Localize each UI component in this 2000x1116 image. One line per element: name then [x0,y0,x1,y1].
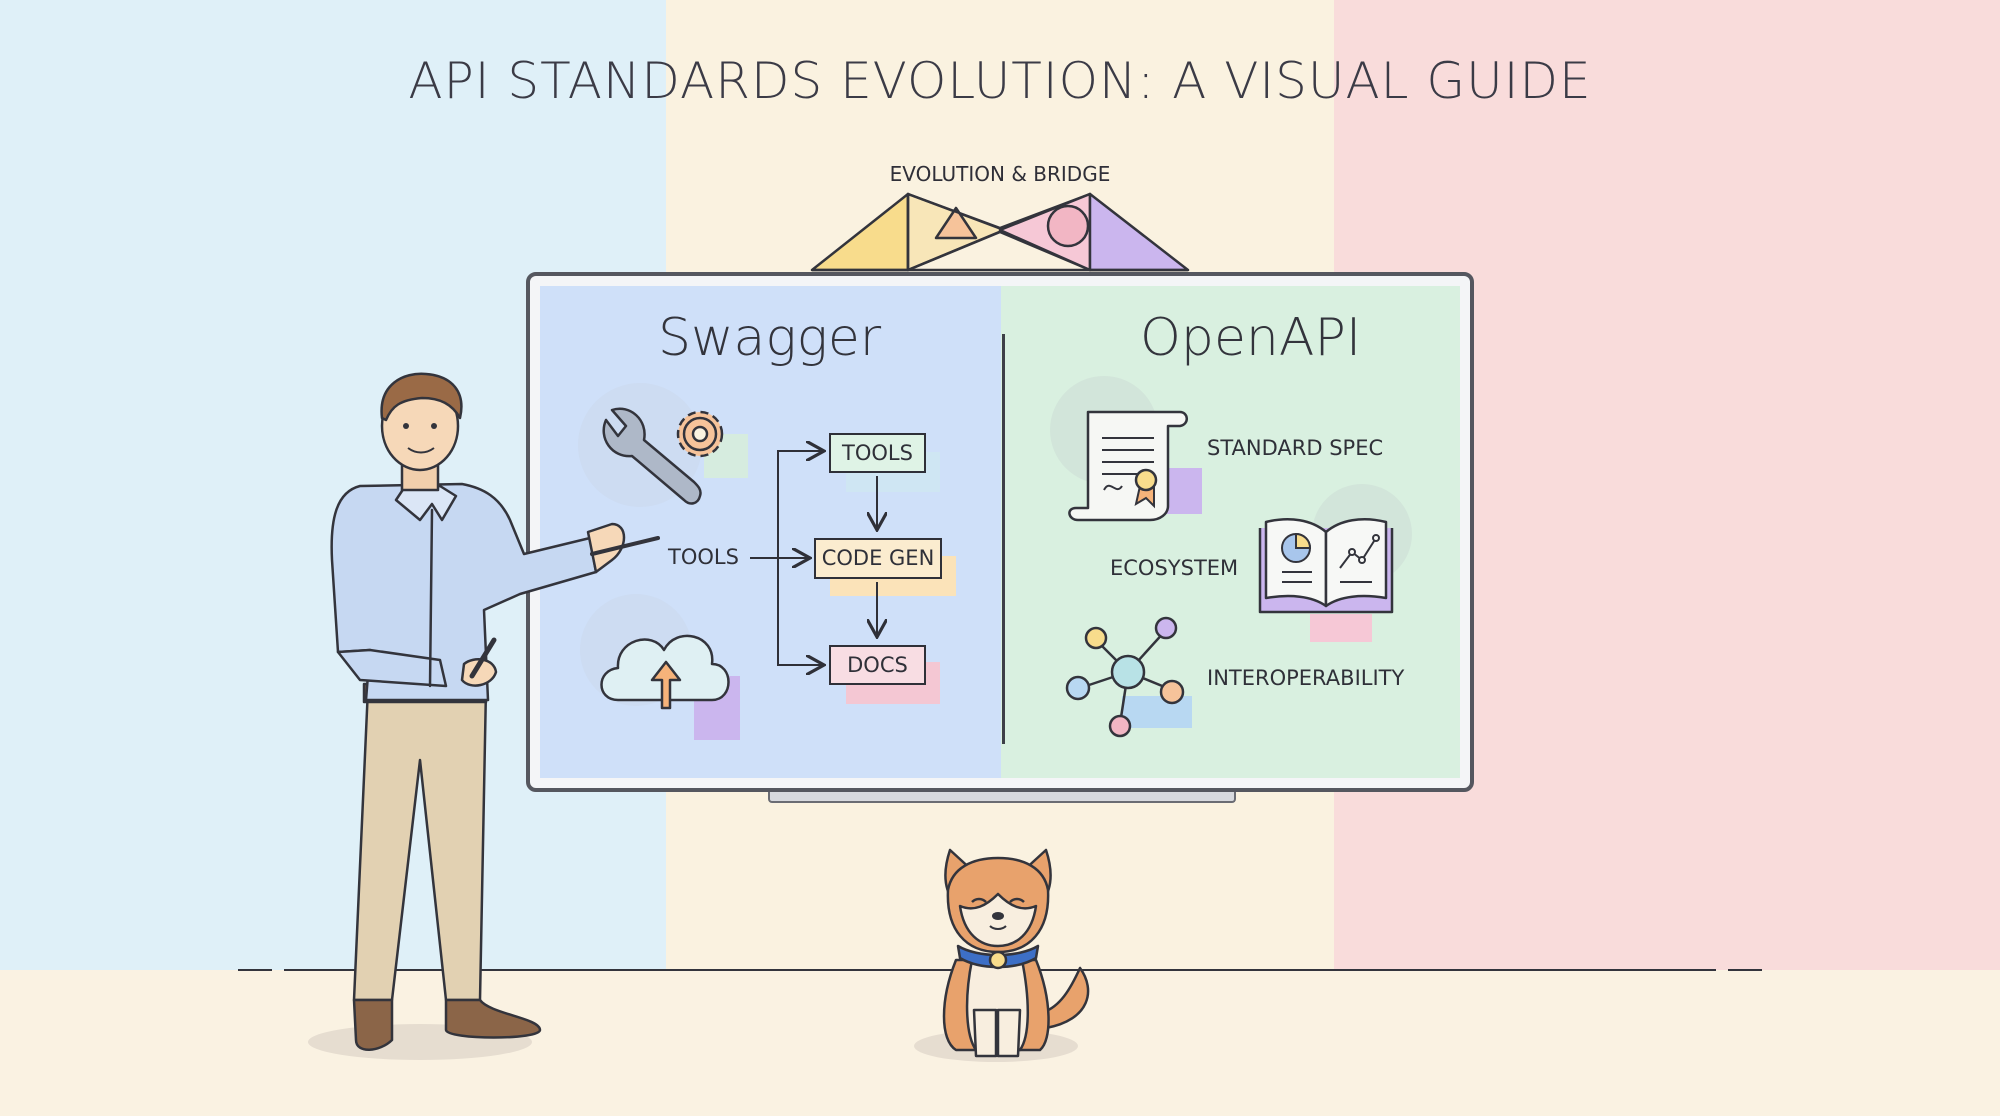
floor [0,970,2000,1116]
swagger-title: Swagger [658,308,882,368]
flow-box-code-gen: CODE GEN [814,538,942,579]
standard-spec-label: STANDARD SPEC [1207,436,1384,460]
flow-box-tools: TOOLS [829,433,926,473]
whiteboard-tray [768,792,1236,803]
page-title: API STANDARDS EVOLUTION: A VISUAL GUIDE [408,52,1592,110]
tools-entry-label: TOOLS [668,545,739,569]
openapi-title: OpenAPI [1140,308,1362,368]
ecosystem-label: ECOSYSTEM [1110,556,1239,580]
board-divider [1002,334,1005,744]
bridge-label: EVOLUTION & BRIDGE [889,162,1111,186]
interoperability-label: INTEROPERABILITY [1207,666,1405,690]
flow-box-docs: DOCS [829,645,926,685]
